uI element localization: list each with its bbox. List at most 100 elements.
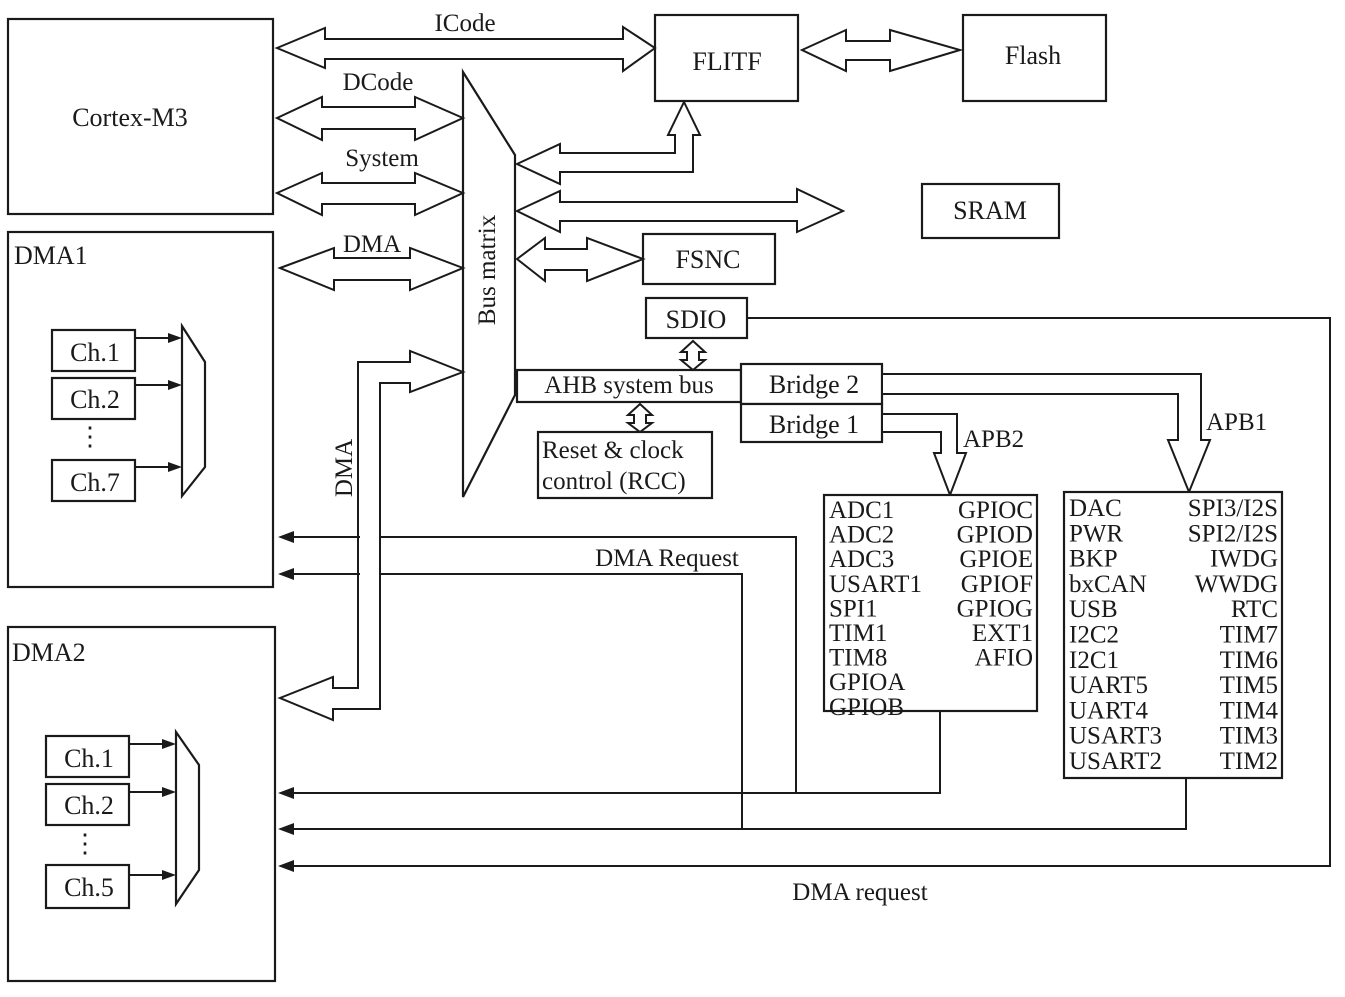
peripheral-label: USART2 <box>1069 748 1162 775</box>
peripheral-label: GPIOB <box>829 694 904 721</box>
peripheral-label: TIM6 <box>1220 647 1278 674</box>
system-label: System <box>345 145 419 172</box>
peripheral-label: GPIOC <box>958 497 1033 524</box>
peripheral-label: SPI2/I2S <box>1188 520 1278 547</box>
peripheral-label: TIM8 <box>829 645 887 672</box>
bridge1-label: Bridge 1 <box>769 410 859 439</box>
peripheral-label: RTC <box>1231 596 1278 623</box>
bridge-2: Bridge 2 <box>739 362 884 406</box>
dma1-arbiter <box>180 322 207 500</box>
peripheral-label: WWDG <box>1195 571 1278 598</box>
peripheral-label: I2C2 <box>1069 622 1119 649</box>
dma-request-lower-label: DMA request <box>792 879 927 906</box>
apb1-peripherals: DACPWRBKPbxCANUSBI2C2I2C1UART5UART4USART… <box>1062 490 1284 780</box>
dma2-ellipsis: ⋮ <box>72 829 98 858</box>
apb1-dma2-request-line <box>284 778 1187 830</box>
bus-matrix-flitf-arrow <box>514 99 702 186</box>
arrowhead-icon <box>278 787 294 799</box>
peripheral-label: UART5 <box>1069 672 1148 699</box>
sdio-label: SDIO <box>666 305 727 334</box>
dma1-channel: Ch.2 <box>70 385 120 414</box>
arrowhead-icon <box>162 739 176 749</box>
cortex-m3-label: Cortex-M3 <box>72 103 188 132</box>
arrowhead-icon <box>162 787 176 797</box>
dma1-label: DMA1 <box>14 241 88 270</box>
peripheral-label: BKP <box>1069 546 1118 573</box>
dcode-bus-arrow <box>274 95 466 142</box>
dma1-channel: Ch.7 <box>70 468 120 497</box>
ahb-label: AHB system bus <box>544 372 713 399</box>
rcc-label-line2: control (RCC) <box>542 468 686 495</box>
dma2-channel: Ch.2 <box>64 791 114 820</box>
peripheral-label: SPI1 <box>829 595 878 622</box>
peripheral-label: EXT1 <box>972 620 1033 647</box>
dma-vertical-label: DMA <box>331 439 358 497</box>
apb2-label: APB2 <box>963 426 1024 453</box>
dma1-block: DMA1 Ch.1 Ch.2 ⋮ Ch.7 <box>6 230 275 589</box>
bus-crossing-gap <box>360 530 379 580</box>
flitf-label: FLITF <box>692 47 761 76</box>
peripheral-label: AFIO <box>975 645 1033 672</box>
sdio-dma-request-line <box>284 317 1331 867</box>
dma1-channel: Ch.1 <box>70 338 120 367</box>
peripheral-label: USB <box>1069 596 1118 623</box>
apb2-peripherals: ADC1ADC2ADC3USART1SPI1TIM1TIM8GPIOAGPIOB… <box>822 493 1039 721</box>
ahb-rcc-arrow <box>625 402 655 434</box>
peripheral-label: PWR <box>1069 520 1124 547</box>
dma1-bus-arrow <box>277 246 466 292</box>
dma2-channel: Ch.1 <box>64 744 114 773</box>
arrowhead-icon <box>278 860 294 872</box>
arrowhead-icon <box>278 531 294 543</box>
apb1-label: APB1 <box>1206 409 1267 436</box>
peripheral-label: GPIOG <box>957 595 1033 622</box>
peripheral-label: IWDG <box>1210 546 1278 573</box>
dma-bus-label: DMA <box>343 231 401 258</box>
peripheral-label: TIM5 <box>1220 672 1278 699</box>
arrowhead-icon <box>168 380 182 390</box>
icode-bus-arrow <box>274 25 657 73</box>
flash-block: Flash <box>961 13 1108 103</box>
peripheral-label: SPI3/I2S <box>1188 495 1278 522</box>
peripheral-label: TIM4 <box>1220 697 1279 724</box>
peripheral-label: GPIOA <box>829 669 905 696</box>
peripheral-label: ADC1 <box>829 497 894 524</box>
peripheral-label: USART3 <box>1069 723 1162 750</box>
fsnc-label: FSNC <box>675 245 740 274</box>
bus-matrix-sram-arrow <box>514 187 846 234</box>
ahb-system-bus: AHB system bus <box>515 368 743 404</box>
arrowhead-icon <box>162 870 176 880</box>
bus-matrix-label: Bus matrix <box>474 214 501 325</box>
peripheral-label: GPIOF <box>961 571 1033 598</box>
system-bus-arrow <box>274 171 466 217</box>
arrowhead-icon <box>168 333 182 343</box>
apb2-arrow <box>881 413 968 498</box>
flash-label: Flash <box>1005 41 1061 70</box>
bridge-1: Bridge 1 <box>739 402 884 444</box>
peripheral-label: GPIOD <box>957 522 1033 549</box>
rcc-block: Reset & clock control (RCC) <box>536 430 714 500</box>
peripheral-label: TIM1 <box>829 620 887 647</box>
bus-matrix-fsnc-arrow <box>515 236 646 284</box>
bus-matrix: Bus matrix <box>461 68 517 498</box>
arrowhead-icon <box>278 568 294 580</box>
peripheral-label: TIM7 <box>1220 622 1278 649</box>
sdio-ahb-arrow <box>678 339 708 372</box>
dma-request-upper-label: DMA Request <box>595 545 739 572</box>
flitf-block: FLITF <box>653 13 800 103</box>
flitf-flash-arrow <box>799 28 964 73</box>
apb1-dma1-request-line <box>284 573 743 829</box>
dcode-label: DCode <box>343 69 414 96</box>
apb2-dma2-request-line <box>284 711 941 794</box>
dma1-ellipsis: ⋮ <box>77 422 103 451</box>
apb2-dma1-request-line <box>284 536 797 793</box>
dma2-block: DMA2 Ch.1 Ch.2 ⋮ Ch.5 <box>6 625 277 983</box>
peripheral-label: DAC <box>1069 495 1122 522</box>
rcc-label-line1: Reset & clock <box>542 437 684 464</box>
peripheral-label: ADC2 <box>829 522 894 549</box>
bridge2-label: Bridge 2 <box>769 370 859 399</box>
sram-block: SRAM <box>920 182 1061 240</box>
sdio-block: SDIO <box>644 296 749 340</box>
arrowhead-icon <box>278 823 294 835</box>
peripheral-label: USART1 <box>829 571 922 598</box>
